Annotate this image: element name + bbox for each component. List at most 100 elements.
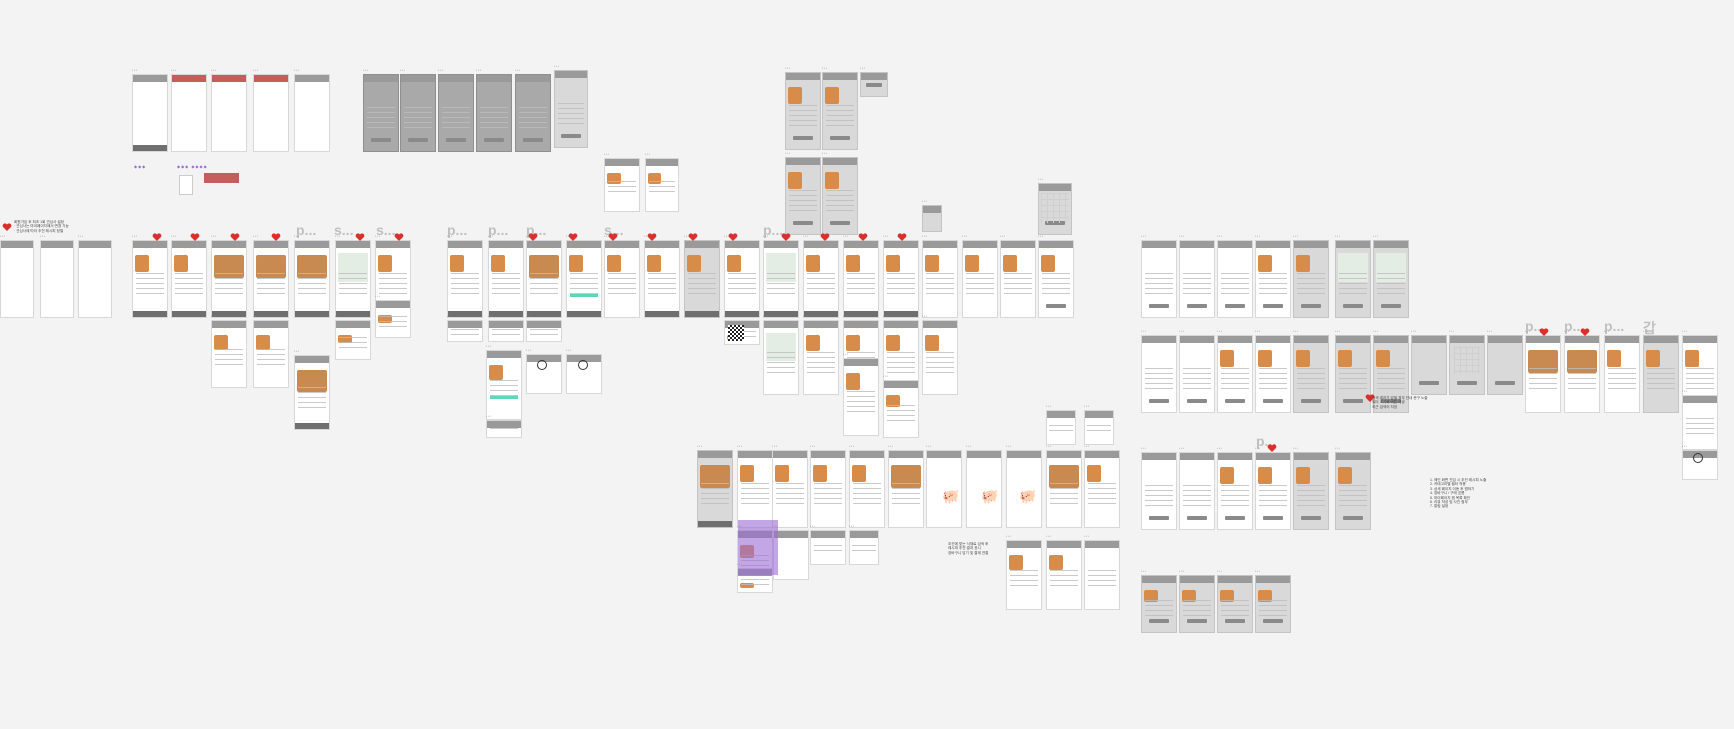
screen-frame[interactable] [773,530,809,580]
tab-bar[interactable] [804,311,838,317]
bottom-button[interactable] [1380,304,1402,308]
tab-bar[interactable] [698,521,732,527]
screen-frame[interactable] [810,450,846,528]
bottom-button[interactable] [1494,381,1516,385]
screen-frame[interactable] [803,320,839,395]
screen-frame[interactable] [1179,335,1215,413]
screen-frame[interactable] [922,320,958,395]
bottom-button[interactable] [522,138,544,142]
screen-frame[interactable] [132,74,168,152]
screen-frame[interactable] [1046,540,1082,610]
bottom-button[interactable] [1262,304,1284,308]
tab-bar[interactable] [172,311,206,317]
screen-frame[interactable] [772,450,808,528]
screen-frame[interactable] [1141,575,1177,633]
screen-frame[interactable] [1179,575,1215,633]
bottom-button[interactable] [1342,399,1364,403]
screen-frame[interactable] [294,355,330,430]
screen-frame[interactable] [335,320,371,360]
screen-frame[interactable] [1411,335,1447,395]
screen-frame[interactable] [447,240,483,318]
screen-frame[interactable] [922,240,958,318]
screen-frame[interactable] [645,158,679,212]
bottom-button[interactable] [1262,399,1284,403]
screen-frame[interactable] [1255,575,1291,633]
tab-bar[interactable] [725,311,759,317]
screen-frame[interactable] [294,240,330,318]
bottom-button[interactable] [1148,304,1170,308]
screen-frame[interactable] [860,72,888,97]
screen-frame[interactable] [1141,240,1177,318]
screen-frame[interactable] [1293,452,1329,530]
tab-bar[interactable] [133,145,167,151]
tab-bar[interactable] [567,311,601,317]
screen-frame[interactable] [1255,240,1291,318]
screen-frame[interactable] [78,240,112,318]
screen-frame[interactable] [1255,452,1291,530]
screen-frame[interactable] [1217,575,1253,633]
screen-frame[interactable] [922,205,942,232]
bottom-button[interactable] [1380,399,1402,403]
tab-bar[interactable] [764,311,798,317]
screen-frame[interactable] [883,380,919,438]
screen-frame[interactable] [849,530,879,565]
bottom-button[interactable] [1300,516,1322,520]
screen-frame[interactable] [888,450,924,528]
screen-frame[interactable] [488,240,524,318]
screen-frame[interactable] [1373,240,1409,318]
screen-frame[interactable] [253,240,289,318]
bottom-button[interactable] [407,138,429,142]
bottom-button[interactable] [561,134,581,138]
screen-frame[interactable] [1525,335,1561,413]
bottom-button[interactable] [1456,381,1478,385]
bottom-button[interactable] [1186,619,1208,623]
bottom-button[interactable] [1224,516,1246,520]
screen-frame[interactable] [1335,335,1371,413]
screen-frame[interactable] [763,240,799,318]
tab-bar[interactable] [685,311,719,317]
screen-frame[interactable] [1487,335,1523,395]
screen-frame[interactable] [132,240,168,318]
screen-frame[interactable] [294,74,330,152]
screen-frame[interactable] [1604,335,1640,413]
screen-frame[interactable] [1084,410,1114,445]
screen-frame[interactable] [1038,240,1074,318]
screen-frame[interactable] [843,240,879,318]
screen-frame[interactable] [810,530,846,565]
screen-frame[interactable] [211,74,247,152]
bottom-button[interactable] [866,83,882,87]
screen-frame[interactable] [1084,540,1120,610]
tab-bar[interactable] [645,311,679,317]
screen-frame[interactable] [684,240,720,318]
bottom-button[interactable] [792,136,814,140]
mint-button[interactable] [490,396,518,399]
tab-bar[interactable] [336,311,370,317]
screen-frame[interactable] [1046,450,1082,528]
screen-frame[interactable] [1006,540,1042,610]
tab-bar[interactable] [844,311,878,317]
bottom-button[interactable] [1186,399,1208,403]
bottom-button[interactable] [1186,516,1208,520]
screen-frame[interactable] [803,240,839,318]
screen-frame[interactable] [1217,240,1253,318]
bottom-button[interactable] [829,221,851,225]
screen-frame[interactable] [1255,335,1291,413]
screen-frame[interactable] [211,320,247,388]
screen-frame[interactable] [375,300,411,338]
screen-frame[interactable] [566,240,602,318]
screen-frame[interactable] [1179,240,1215,318]
screen-frame[interactable] [763,320,799,395]
screen-frame[interactable] [486,350,522,420]
tab-bar[interactable] [254,311,288,317]
screen-frame[interactable] [554,70,588,148]
tab-bar[interactable] [489,311,523,317]
screen-frame[interactable] [644,240,680,318]
bottom-button[interactable] [792,221,814,225]
tab-bar[interactable] [295,311,329,317]
screen-frame[interactable] [447,320,483,342]
bottom-button[interactable] [1300,304,1322,308]
screen-frame[interactable] [211,240,247,318]
screen-frame[interactable] [1006,450,1042,528]
tab-bar[interactable] [212,311,246,317]
